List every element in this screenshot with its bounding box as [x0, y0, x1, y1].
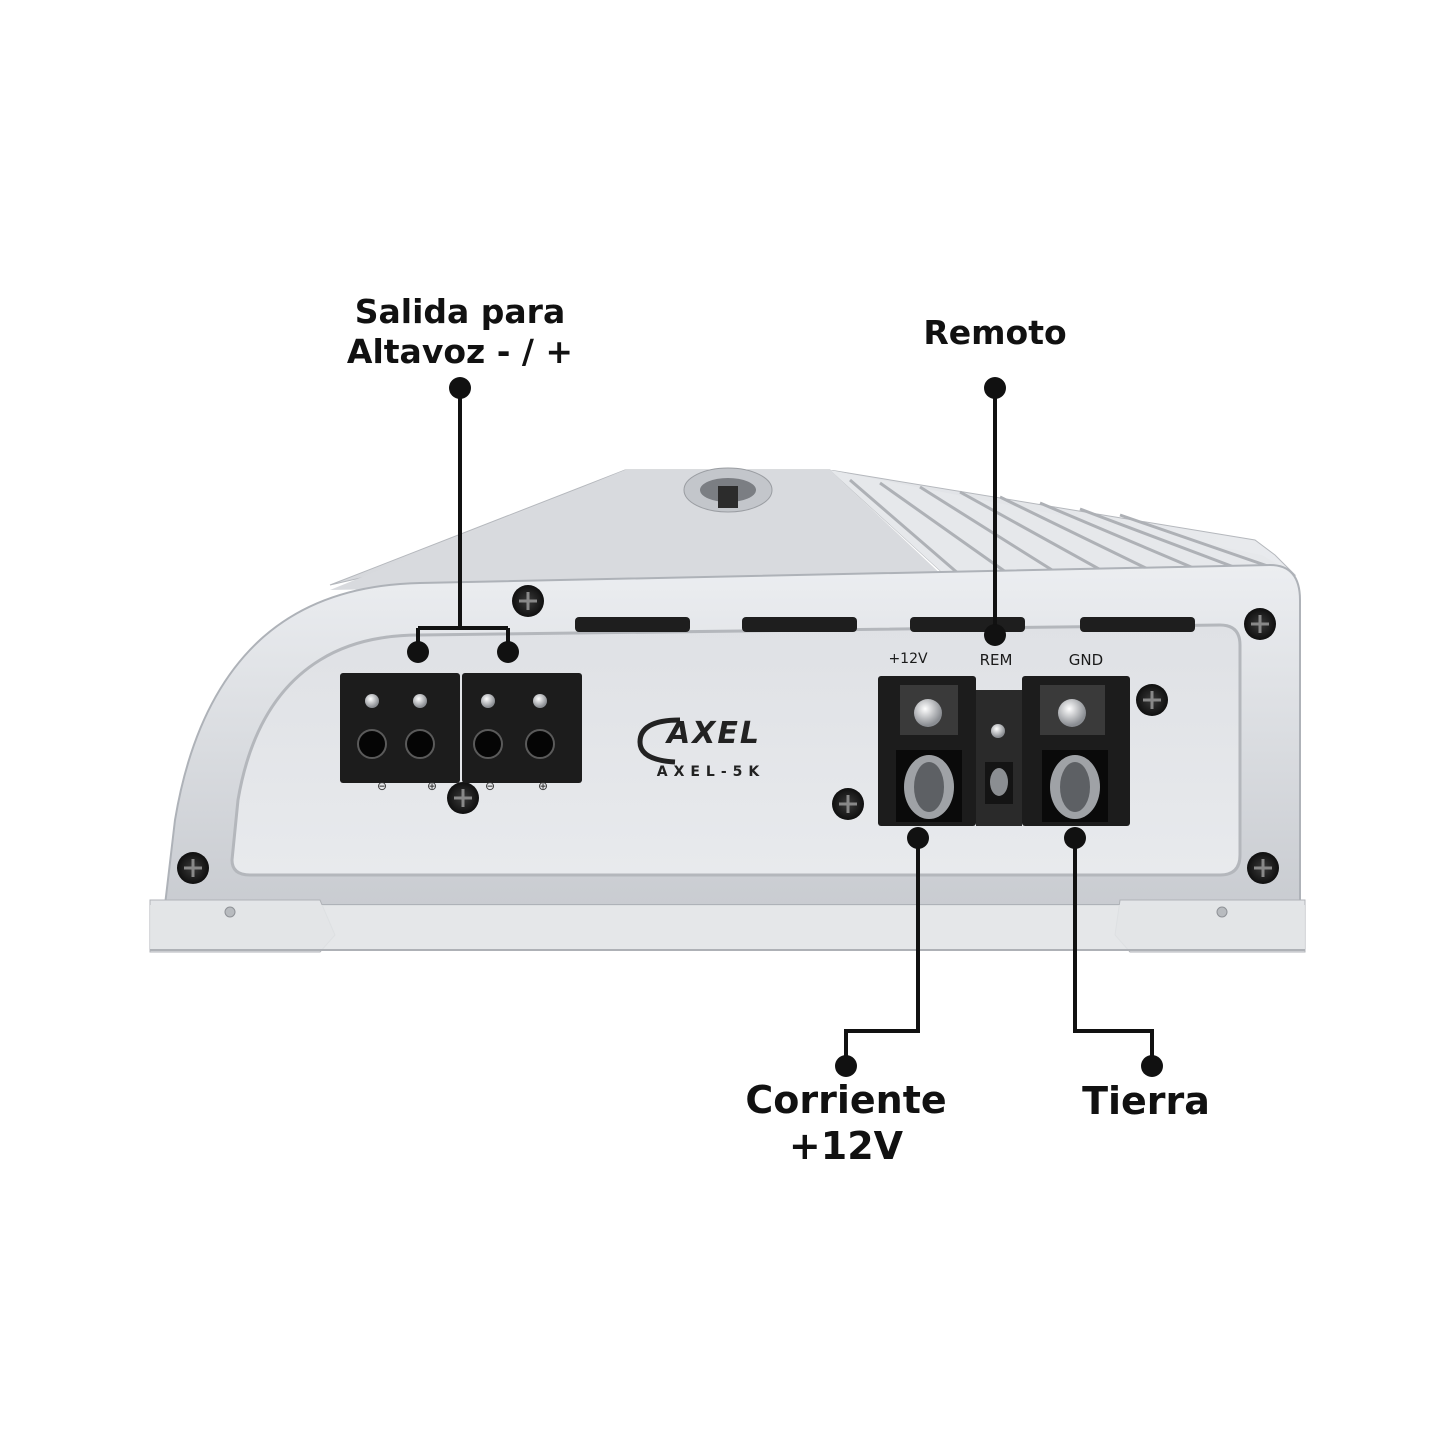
model-name: AXEL-5K	[656, 764, 766, 780]
callout-speaker-output-line1: Salida para	[354, 292, 566, 331]
plus-mark: ⊕	[427, 779, 437, 793]
panel-label-12v: +12V	[888, 651, 928, 667]
power-terminal-block	[878, 676, 1130, 826]
callout-dot	[984, 377, 1006, 399]
callout-remote: Remoto	[923, 313, 1067, 352]
brand-logo	[637, 717, 681, 765]
screw-icon	[1247, 852, 1279, 884]
panel-label-gnd: GND	[1068, 651, 1104, 669]
heatsink-fins	[830, 470, 1295, 577]
panel-label-rem: REM	[979, 651, 1013, 669]
speaker-output-leader	[416, 388, 510, 652]
callout-power-line1: Corriente	[745, 1078, 947, 1122]
minus-mark: ⊖	[485, 779, 495, 793]
callout-dot	[984, 624, 1006, 646]
screw-icon	[512, 585, 544, 617]
screw-icon	[1136, 684, 1168, 716]
callout-speaker-output-line2: Altavoz - / +	[346, 332, 574, 372]
callout-dot	[1141, 1055, 1163, 1077]
callout-dot	[907, 827, 929, 849]
callout-dots	[407, 377, 1163, 1077]
callout-power-line2: +12V	[788, 1124, 904, 1169]
callout-dot	[497, 641, 519, 663]
screw-icon	[832, 788, 864, 820]
vent-slots	[575, 617, 1195, 632]
power-leader	[844, 838, 920, 1066]
top-logo-badge	[683, 467, 773, 513]
speaker-terminal-block: ⊖ ⊕ ⊖ ⊕	[340, 673, 582, 793]
plus-mark: ⊕	[538, 779, 548, 793]
screw-icon	[1244, 608, 1276, 640]
callout-speaker-output: Salida para Altavoz - / +	[347, 292, 573, 373]
callout-dot	[407, 641, 429, 663]
callout-ground: Tierra	[1082, 1079, 1210, 1123]
callout-dot	[835, 1055, 857, 1077]
screw-icon	[447, 782, 479, 814]
callout-power: Corriente +12V	[745, 1077, 946, 1170]
ground-leader	[1073, 838, 1154, 1066]
screws	[177, 585, 1279, 884]
minus-mark: ⊖	[377, 779, 387, 793]
brand-name: AXEL	[667, 716, 761, 751]
callout-dot	[1064, 827, 1086, 849]
callout-dot	[449, 377, 471, 399]
callout-lines	[416, 388, 1154, 1066]
screw-icon	[177, 852, 209, 884]
